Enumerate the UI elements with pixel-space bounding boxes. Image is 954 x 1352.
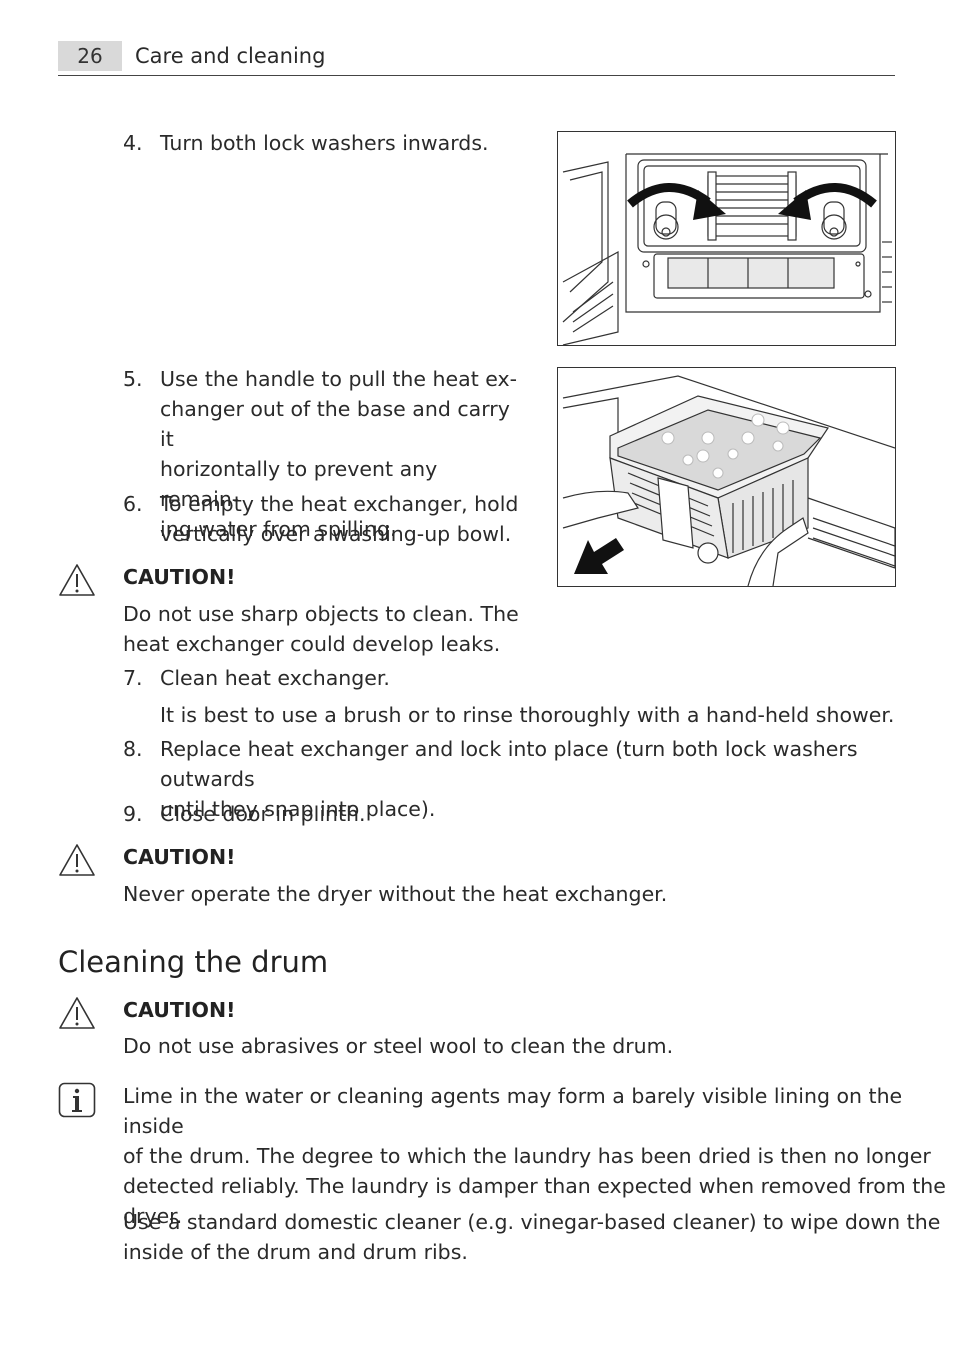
step-line: horizontally to prevent any remain-	[160, 457, 438, 511]
header-divider	[58, 75, 895, 76]
step-text: Clean heat exchanger.	[160, 666, 390, 690]
info-line: Lime in the water or cleaning agents may…	[123, 1084, 903, 1138]
warning-triangle-icon	[59, 564, 95, 596]
pull-arrow-icon	[574, 538, 624, 574]
warning-triangle-icon	[59, 997, 95, 1029]
info-line: detected reliably. The laundry is damper…	[123, 1174, 946, 1198]
warning-triangle-icon	[59, 844, 95, 876]
step-text: Close door in plinth.	[160, 802, 366, 826]
info-line: dryer.	[123, 1204, 183, 1228]
step-line: changer out of the base and carry it	[160, 397, 510, 451]
step-number: 9.	[123, 802, 143, 826]
step-number: 4.	[123, 131, 143, 155]
step-number: 6.	[123, 492, 143, 516]
step-line: vertically over a washing-up bowl.	[160, 522, 512, 546]
step-number: 7.	[123, 666, 143, 690]
info-line: of the drum. The degree to which the lau…	[123, 1144, 931, 1168]
step-line: until they snap into place).	[160, 797, 436, 821]
info-text: Lime in the water or cleaning agents may…	[123, 1081, 954, 1231]
info-icon	[58, 1082, 96, 1118]
info-line: inside of the drum and drum ribs.	[123, 1240, 468, 1264]
rotate-arrow-icon	[627, 183, 877, 220]
info-line: Use a standard domestic cleaner (e.g. vi…	[123, 1210, 941, 1234]
step-line: Replace heat exchanger and lock into pla…	[160, 737, 858, 791]
header-title: Care and cleaning	[135, 44, 326, 68]
section-title: Cleaning the drum	[58, 945, 329, 979]
step-line: ing water from spilling.	[160, 517, 397, 541]
page-number: 26	[58, 41, 122, 71]
caution-text: Do not use sharp objects to clean. The h…	[123, 599, 519, 659]
heat-exchanger-illustration	[562, 375, 895, 586]
caution-text: Never operate the dryer without the heat…	[123, 882, 668, 906]
step-4: 4. Turn both lock washers inwards.	[0, 128, 954, 158]
info-text-2: Use a standard domestic cleaner (e.g. vi…	[123, 1207, 940, 1267]
step-number: 5.	[123, 367, 143, 391]
step-line: Use the handle to pull the heat ex-	[160, 367, 518, 391]
step-number: 8.	[123, 737, 143, 761]
step-8: 8. Replace heat exchanger and lock into …	[0, 734, 954, 821]
caution-title: CAUTION!	[123, 998, 236, 1022]
step-6: 6. To empty the heat exchanger, hold ver…	[0, 489, 520, 549]
step-text: Turn both lock washers inwards.	[160, 131, 489, 155]
figure-heat-exchanger-removal	[557, 367, 896, 587]
step-7: 7. Clean heat exchanger.	[0, 663, 954, 693]
step-7-note: It is best to use a brush or to rinse th…	[160, 703, 895, 727]
lock-washers-illustration	[562, 153, 892, 345]
step-9: 9. Close door in plinth.	[0, 799, 954, 829]
step-5: 5. Use the handle to pull the heat ex- c…	[0, 364, 520, 541]
caution-line: Do not use sharp objects to clean. The	[123, 602, 519, 626]
caution-line: heat exchanger could develop leaks.	[123, 632, 501, 656]
figure-lock-washers	[557, 131, 896, 346]
step-line: To empty the heat exchanger, hold	[160, 492, 519, 516]
caution-text: Do not use abrasives or steel wool to cl…	[123, 1034, 674, 1058]
caution-title: CAUTION!	[123, 845, 236, 869]
caution-title: CAUTION!	[123, 565, 236, 589]
